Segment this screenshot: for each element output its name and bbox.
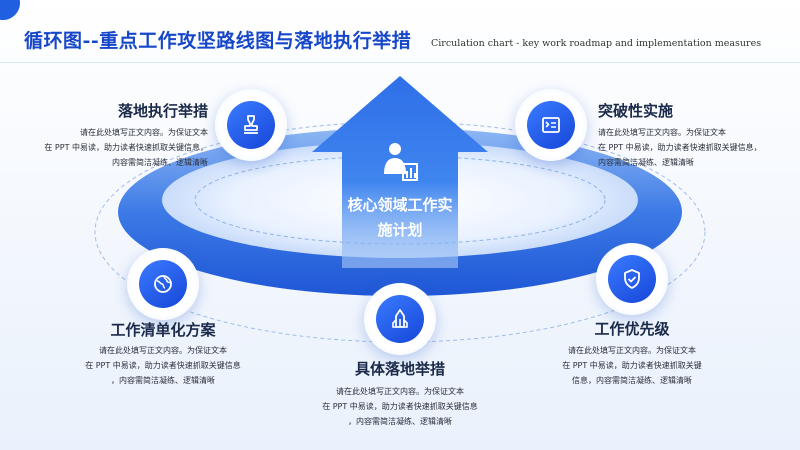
desc-line: 请在此处填写正文内容。为保证文本	[99, 346, 227, 355]
item-title-landing: 落地执行举措	[117, 102, 208, 120]
node-priority[interactable]	[596, 243, 668, 315]
item-title-listing: 工作清单化方案	[110, 321, 216, 339]
person-report-icon	[384, 143, 418, 181]
globe-icon	[154, 275, 172, 293]
desc-line: ，内容需简洁凝练、逻辑清晰	[111, 376, 215, 385]
desc-line: 请在此处填写正文内容。为保证文本	[568, 346, 696, 355]
item-desc-priority: 请在此处填写正文内容。为保证文本在 PPT 中易读，助力读者快速抓取关键信息，内…	[540, 343, 724, 388]
desc-line: 在 PPT 中易读，助力读者快速抓取关键信息	[85, 361, 241, 370]
desc-line: 在 PPT 中易读，助力读者快速抓取关键信息，	[44, 143, 208, 152]
item-desc-concrete: 请在此处填写正文内容。为保证文本在 PPT 中易读，助力读者快速抓取关键信息 ，内…	[296, 384, 504, 429]
building-icon	[392, 309, 408, 328]
item-desc-breakthrough: 请在此处填写正文内容。为保证文本在 PPT 中易读，助力读者快速抓取关键信息， 内…	[598, 125, 762, 170]
document-icon	[542, 117, 560, 133]
item-title-breakthrough: 突破性实施	[598, 102, 674, 120]
desc-line: 在 PPT 中易读，助力读者快速抓取关键信息，	[598, 143, 762, 152]
desc-line: 内容需简洁凝练、逻辑清晰	[112, 158, 208, 167]
item-desc-listing: 请在此处填写正文内容。为保证文本在 PPT 中易读，助力读者快速抓取关键信息 ，内…	[60, 343, 266, 388]
desc-line: 请在此处填写正文内容。为保证文本	[598, 128, 726, 137]
item-desc-landing: 请在此处填写正文内容。为保证文本在 PPT 中易读，助力读者快速抓取关键信息， 内…	[20, 125, 208, 170]
page-title: 循环图--重点工作攻坚路线图与落地执行举措	[24, 30, 412, 52]
center-label-line2: 施计划	[377, 221, 423, 239]
header-divider	[0, 62, 800, 63]
desc-line: 请在此处填写正文内容。为保证文本	[80, 128, 208, 137]
node-listing[interactable]	[127, 248, 199, 320]
page-subtitle: Circulation chart - key work roadmap and…	[431, 38, 762, 49]
desc-line: 在 PPT 中易读，助力读者快速抓取关键	[562, 361, 702, 370]
item-title-concrete: 具体落地举措	[354, 360, 445, 378]
node-concrete[interactable]	[364, 283, 436, 355]
corner-decoration	[0, 0, 20, 20]
center-label: 核心领域工作实 施计划	[330, 193, 470, 243]
desc-line: 信息，内容需简洁凝练、逻辑清晰	[572, 376, 692, 385]
shield-check-icon	[624, 269, 640, 289]
center-label-line1: 核心领域工作实	[347, 196, 453, 214]
desc-line: ，内容需简洁凝练、逻辑清晰	[348, 417, 452, 426]
node-breakthrough[interactable]	[515, 89, 587, 161]
node-landing[interactable]	[215, 89, 287, 161]
desc-line: 内容需简洁凝练、逻辑清晰	[598, 158, 694, 167]
desc-line: 在 PPT 中易读，助力读者快速抓取关键信息	[322, 402, 478, 411]
item-title-priority: 工作优先级	[594, 320, 670, 338]
stamp-icon	[244, 115, 258, 134]
desc-line: 请在此处填写正文内容。为保证文本	[336, 387, 464, 396]
inner-dashed-orbit	[194, 155, 606, 245]
